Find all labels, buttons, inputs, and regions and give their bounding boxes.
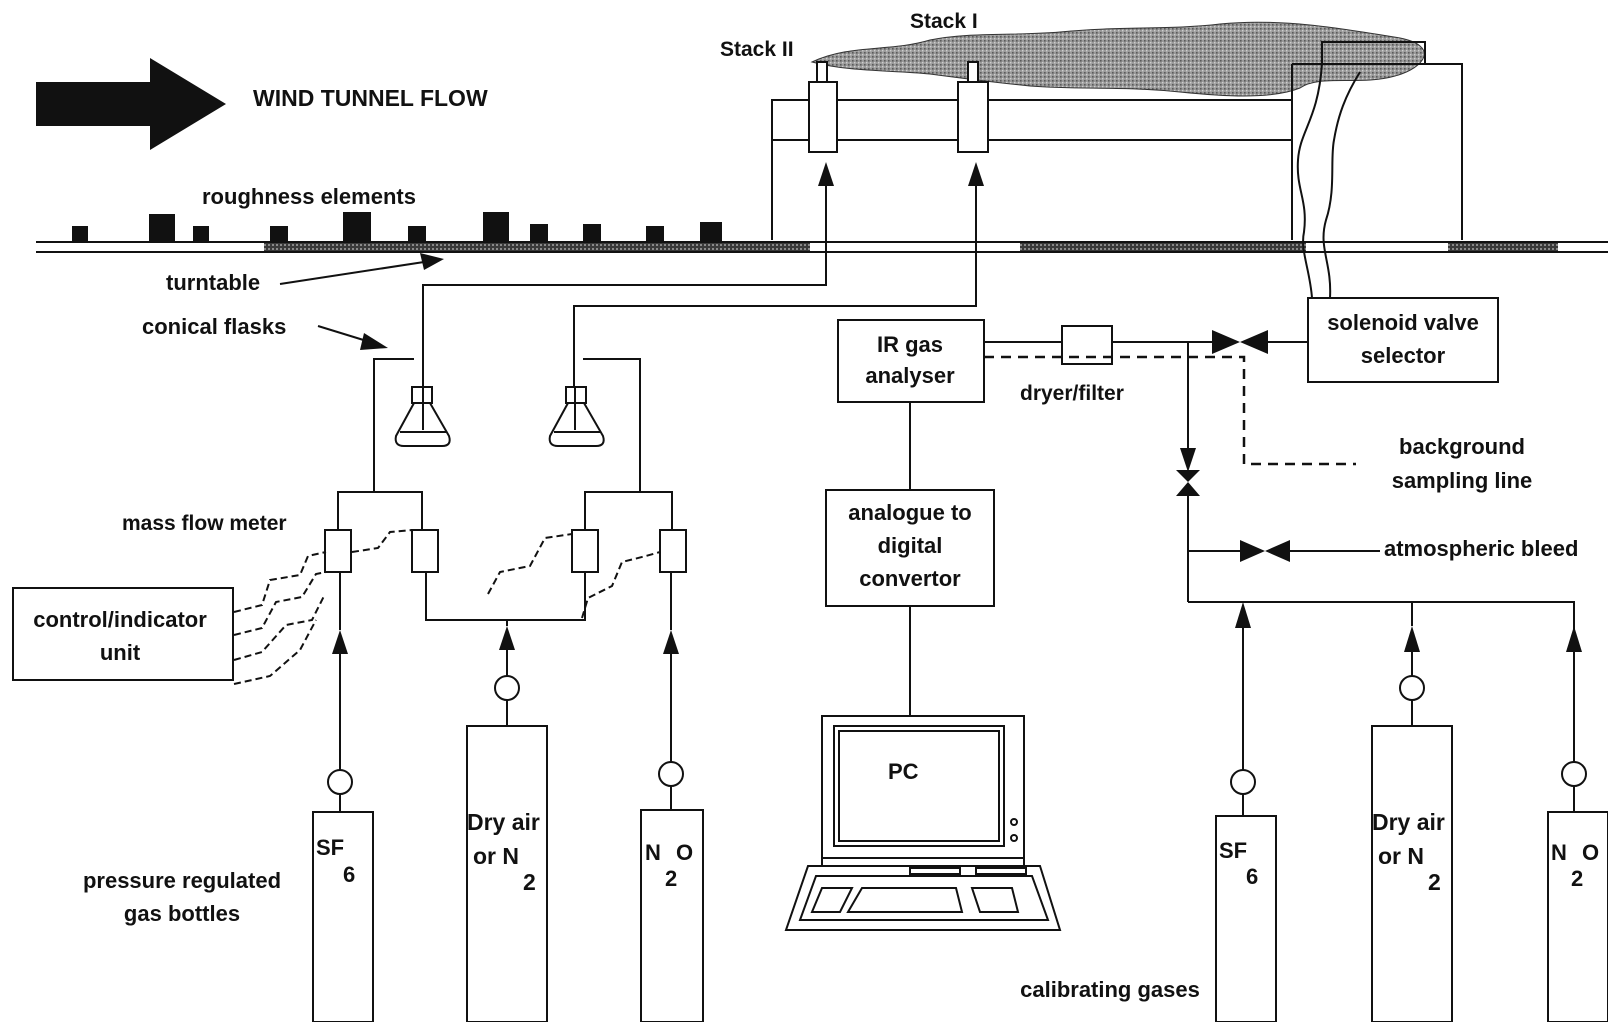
tunnel-floor — [36, 241, 1608, 253]
stack-i — [957, 61, 989, 153]
conical-flasks-pointer — [317, 325, 388, 350]
sampling-tubes — [1296, 63, 1361, 299]
calibration-manifold — [1176, 342, 1575, 646]
dryer-filter-label: dryer/filter — [1020, 382, 1124, 405]
dry-air-bottle-subscript: 2 — [523, 869, 536, 895]
dry-air-supply-line — [494, 620, 520, 726]
pressure-bottles-label-line2: gas bottles — [124, 901, 240, 926]
cal-n2o-supply-line — [1561, 626, 1587, 812]
cal-sf6-bottle — [1215, 815, 1277, 1022]
cal-n2o-label-n: N — [1551, 840, 1567, 865]
background-label-line1: background — [1399, 434, 1525, 459]
conical-flask-2 — [548, 386, 605, 447]
wind-tunnel-flow-arrow — [36, 58, 226, 150]
sf6-bottle — [312, 811, 374, 1022]
stack-ii — [808, 61, 838, 153]
turntable-label: turntable — [166, 270, 260, 295]
dryer-filter — [1061, 325, 1113, 365]
cal-dry-air-label-line1: Dry air — [1372, 809, 1445, 835]
stack-ii-feed-line — [422, 162, 834, 392]
smoke-plume — [810, 21, 1425, 97]
control-signal-lines — [233, 529, 661, 685]
ir-gas-analyser — [837, 319, 985, 403]
mass-flow-meters — [324, 529, 687, 573]
background-sampling-line — [984, 355, 1356, 466]
analogue-to-digital-convertor — [825, 489, 995, 607]
calibrating-gases-label: calibrating gases — [1020, 977, 1200, 1002]
stack-ii-label: Stack II — [720, 38, 794, 61]
cal-n2o-bottle — [1547, 811, 1608, 1022]
pressure-bottles-label-line1: pressure regulated — [83, 868, 281, 893]
sf6-supply-line — [327, 572, 353, 812]
roughness-elements-label: roughness elements — [202, 184, 416, 209]
adc-label-line2: digital — [878, 533, 943, 558]
control-unit-label-line2: unit — [100, 640, 141, 665]
stack-i-feed-line — [573, 162, 984, 392]
cal-dry-air-subscript: 2 — [1428, 869, 1441, 895]
cal-sf6-bottle-label: SF — [1219, 838, 1247, 863]
cal-dry-air-bottle — [1371, 725, 1453, 1022]
ir-analyser-label-line2: analyser — [865, 363, 955, 388]
control-indicator-unit — [12, 587, 234, 681]
pc-label: PC — [888, 759, 919, 784]
n2o-bottle-label-o: O — [676, 840, 693, 865]
stack-i-label: Stack I — [910, 10, 978, 33]
cal-sf6-bottle-subscript: 6 — [1246, 864, 1258, 889]
solenoid-label-line2: selector — [1361, 343, 1446, 368]
dry-air-bottle-label-line2: or N — [473, 843, 519, 869]
conical-flasks-label: conical flasks — [142, 314, 286, 339]
adc-label-line3: convertor — [859, 566, 961, 591]
control-unit-label-line1: control/indicator — [33, 607, 207, 632]
n2o-bottle-label-n: N — [645, 840, 661, 865]
sampling-line — [984, 325, 1308, 365]
conical-flask-1 — [394, 386, 451, 447]
cal-dry-air-supply-line — [1399, 602, 1425, 726]
cal-n2o-label-o: O — [1582, 840, 1599, 865]
n2o-bottle-subscript: 2 — [665, 866, 677, 891]
n2o-supply-line — [658, 572, 684, 810]
solenoid-label-line1: solenoid valve — [1327, 310, 1479, 335]
sf6-bottle-label: SF — [316, 835, 344, 860]
n2o-bottle — [640, 809, 704, 1022]
cal-n2o-subscript: 2 — [1571, 866, 1583, 891]
roughness-elements — [72, 212, 722, 242]
adc-label-line1: analogue to — [848, 500, 971, 525]
background-label-line2: sampling line — [1392, 468, 1533, 493]
mass-flow-meter-label: mass flow meter — [122, 512, 287, 535]
dry-air-manifold — [425, 572, 586, 621]
ir-analyser-label-line1: IR gas — [877, 332, 943, 357]
dry-air-bottle — [466, 725, 548, 1022]
dry-air-bottle-label-line1: Dry air — [467, 809, 540, 835]
test-section-frame — [771, 41, 1463, 240]
cal-sf6-supply-line — [1230, 602, 1256, 816]
turntable-pointer — [279, 253, 444, 285]
atmospheric-bleed-label: atmospheric bleed — [1384, 536, 1578, 561]
sf6-bottle-subscript: 6 — [343, 862, 355, 887]
solenoid-valve-selector — [1307, 297, 1499, 383]
flask-1-manifold — [337, 358, 423, 532]
wind-tunnel-flow-label: WIND TUNNEL FLOW — [253, 85, 488, 111]
pc-computer — [784, 715, 1062, 931]
flask-2-manifold — [583, 358, 673, 532]
cal-dry-air-label-line2: or N — [1378, 843, 1424, 869]
